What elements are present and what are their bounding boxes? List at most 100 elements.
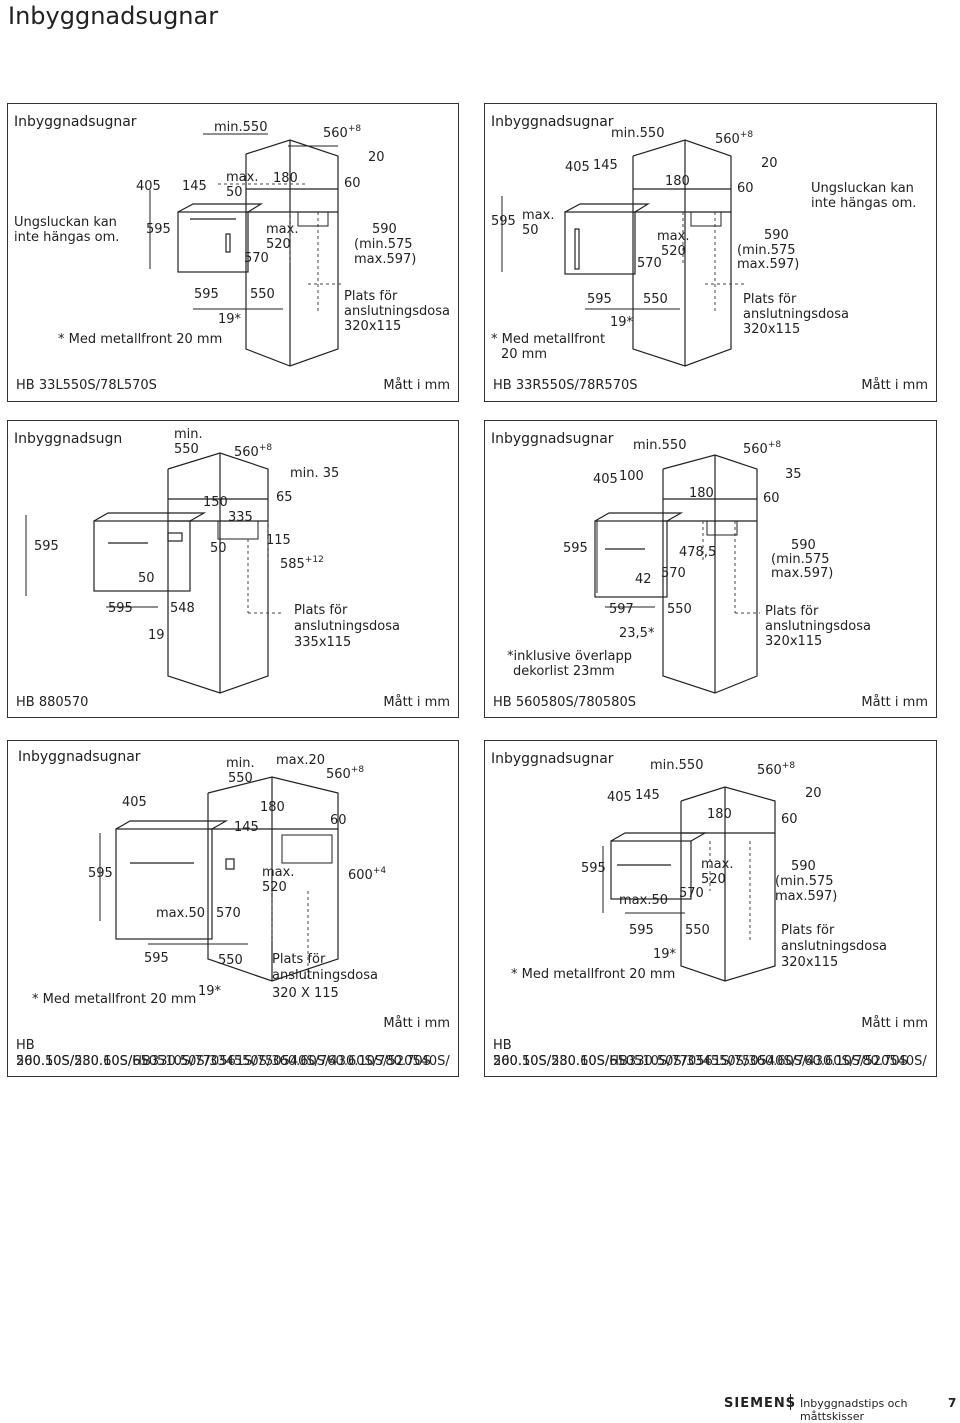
dim-label: 19* [610, 315, 634, 330]
dim-label: 60 [330, 813, 347, 828]
socket-label: Plats för [272, 952, 326, 967]
dim-label: min. 35 [290, 466, 340, 481]
dim-label: 585+12 [280, 555, 324, 572]
footer-section-title: Inbyggnadstips och måttskisser [800, 1397, 908, 1423]
dim-label: 23,5* [619, 626, 655, 641]
dim-label: (min.575 [771, 552, 830, 567]
dim-label: 560+8 [234, 443, 273, 460]
dim-label: 550 [643, 292, 668, 307]
note-text: Ungsluckan kan [14, 215, 117, 230]
dim-label: 595 [587, 292, 612, 307]
socket-label: anslutningsdosa [294, 619, 400, 634]
panel-heading: Inbyggnadsugnar [491, 114, 614, 130]
dim-label: 405 [565, 160, 590, 175]
model-number: HB 880570 [16, 695, 89, 710]
dim-label: 145 [635, 788, 660, 803]
dim-label: max.50 [619, 893, 668, 908]
dim-label: (min.575 [737, 243, 796, 258]
footnote: dekorlist 23mm [513, 664, 615, 679]
dim-label: 520 [262, 880, 287, 895]
dim-label: max.50 [156, 906, 205, 921]
dim-label: max. [701, 857, 734, 872]
model-number-line2: 560.50S/580.60S/650510S/770561S/750540S/… [493, 1054, 908, 1069]
socket-label: anslutningsdosa [781, 939, 887, 954]
dim-label: 550 [228, 771, 253, 786]
dim-label: 595 [581, 861, 606, 876]
dim-label: 560+8 [323, 124, 362, 141]
diagram-panel-hb560580: Inbyggnadsugnar min.550 560+8 35 405 100… [484, 420, 937, 718]
dim-label: max. [266, 222, 299, 237]
dim-label: 50 [226, 185, 243, 200]
dim-label: 595 [629, 923, 654, 938]
dim-label: 405 [136, 179, 161, 194]
dim-label: 560+8 [326, 765, 365, 782]
oven-cabinet-drawing [602, 786, 776, 982]
dim-label: 570 [244, 251, 269, 266]
note-text: Ungsluckan kan [811, 181, 914, 196]
socket-label: Plats för [743, 292, 797, 307]
socket-label: 320x115 [743, 322, 801, 337]
panel-heading: Inbyggnadsugn [14, 431, 123, 447]
model-number: HB 560580S/780580S [493, 695, 636, 710]
model-number: HB 33R550S/78R570S [493, 378, 638, 393]
dim-label: 65 [276, 490, 293, 505]
socket-label: 320x115 [765, 634, 823, 649]
dim-label: 19* [198, 984, 222, 999]
model-number-line1: HB 200.10S/230.10S/HB330.50S/334550S/360… [493, 1038, 927, 1069]
dim-label: 42 [635, 572, 652, 587]
dim-label: 595 [108, 601, 133, 616]
panel-heading: Inbyggnadsugnar [18, 749, 141, 765]
footnote: * Med metallfront 20 mm [32, 992, 197, 1007]
note-text: inte hängas om. [14, 230, 120, 245]
model-number-line1: HB 200.10S/230.10S/HB330.50S/334550S/360… [16, 1038, 450, 1069]
dim-label: 570 [679, 886, 704, 901]
dim-label: 520 [701, 872, 726, 887]
dim-label: 20 [368, 150, 385, 165]
units-label: Mått i mm [383, 378, 450, 393]
dim-label: 570 [661, 566, 686, 581]
dim-label: 590 [791, 538, 816, 553]
footnote: * Med metallfront [491, 332, 606, 347]
dim-label: 145 [182, 179, 207, 194]
dim-label: 550 [250, 287, 275, 302]
panel-heading: Inbyggnadsugnar [491, 751, 614, 767]
dim-label: 405 [593, 472, 618, 487]
dim-label: min. [174, 427, 203, 442]
socket-label: 320x115 [344, 319, 402, 334]
dim-label: 335 [228, 510, 253, 525]
socket-label: 320x115 [781, 955, 839, 970]
dim-label: min. [226, 756, 255, 771]
model-number: HB 33L550S/78L570S [16, 378, 157, 393]
page-number: 7 [948, 1396, 957, 1410]
units-label: Mått i mm [383, 695, 450, 710]
dim-label: 19 [148, 628, 165, 643]
page-title: Inbyggnadsugnar [8, 2, 219, 30]
dim-label: max. [262, 865, 295, 880]
units-label: Mått i mm [383, 1016, 450, 1031]
dim-label: max. [522, 208, 555, 223]
dim-label: 595 [491, 214, 516, 229]
diagram-panel-hb33l: Inbyggnadsugnar min.550 560+8 20 405 145… [7, 103, 459, 402]
dim-label: max.597) [775, 889, 838, 904]
dim-label: 597 [609, 602, 634, 617]
socket-label: anslutningsdosa [743, 307, 849, 322]
dim-label: 145 [593, 158, 618, 173]
dim-label: 560+8 [757, 761, 796, 778]
dim-label: 180 [707, 807, 732, 822]
dim-label: max.20 [276, 753, 325, 768]
dim-label: min.550 [650, 758, 704, 773]
dim-label: 180 [665, 174, 690, 189]
dim-label: 19* [653, 947, 677, 962]
dim-label: 35 [785, 467, 802, 482]
dim-label: 550 [174, 442, 199, 457]
dim-label: 150 [203, 495, 228, 510]
footnote: * Med metallfront 20 mm [58, 332, 223, 347]
dim-label: 180 [260, 800, 285, 815]
footer-divider [790, 1394, 791, 1410]
dim-label: max. [657, 229, 690, 244]
dim-label: 550 [218, 953, 243, 968]
dim-label: 520 [661, 244, 686, 259]
dim-label: 19* [218, 312, 242, 327]
dim-label: 560+8 [715, 130, 754, 147]
oven-cabinet-drawing [149, 133, 343, 367]
